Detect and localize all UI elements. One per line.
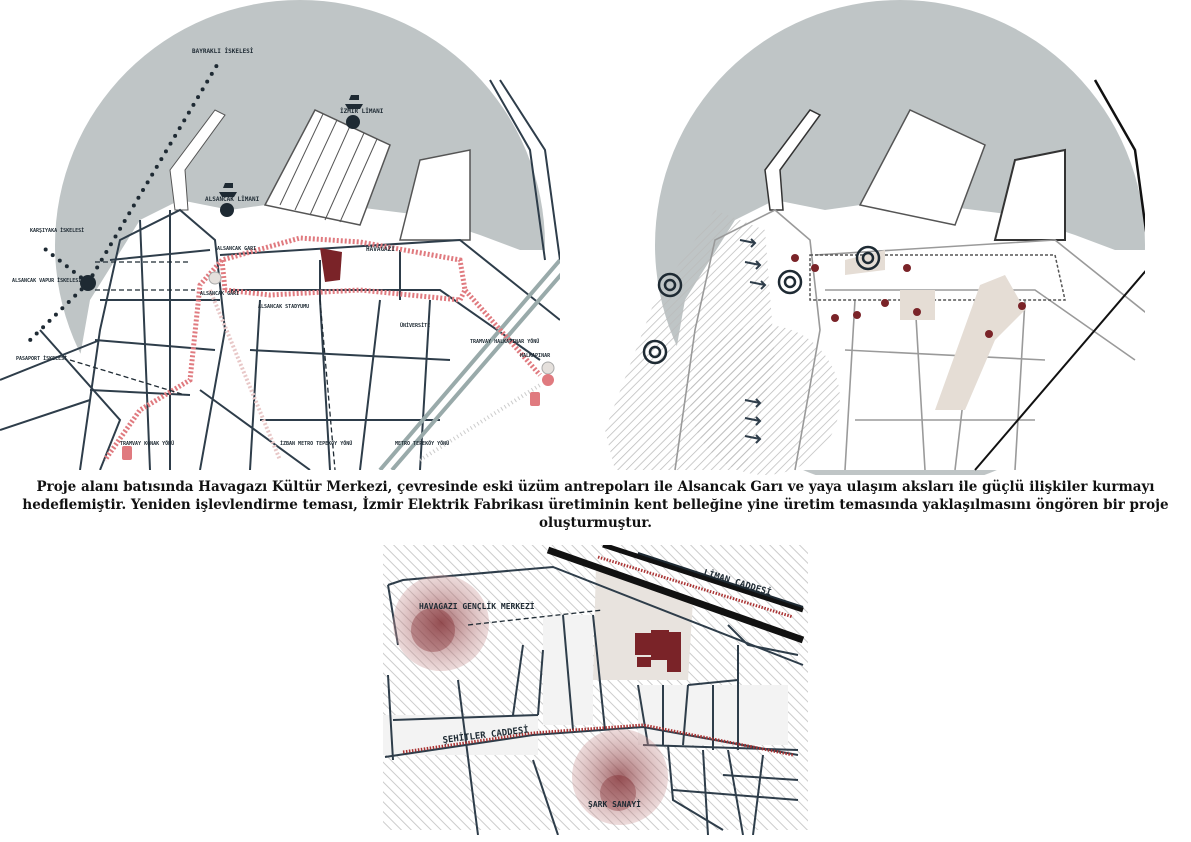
- label-karsiyaka: KARŞIYAKA İSKELESİ: [30, 227, 84, 234]
- label-havagazi-genclik: HAVAGAZI GENÇLİK MERKEZİ: [419, 601, 535, 611]
- port-izmir: [263, 109, 391, 226]
- label-konak: TRAMVAY KONAK YÖNÜ: [120, 440, 174, 447]
- train-icon: [122, 446, 132, 460]
- havagazi-zone: [393, 575, 489, 671]
- alsancak-limani-node: [220, 203, 234, 217]
- label-sark-sanayi: ŞARK SANAYİ: [588, 799, 641, 809]
- label-pasaport: PASAPORT İSKELESİ: [16, 355, 67, 362]
- pedestrian-route: [208, 289, 282, 461]
- label-havagazi: HAVAGAZI: [366, 246, 395, 253]
- ferry-icon: [219, 183, 237, 197]
- pier: [169, 109, 226, 211]
- factory-buildings: [635, 630, 681, 672]
- liman-route: [597, 555, 794, 619]
- label-tepekoy-metro: METRO TEPEKÖY YÖNÜ: [395, 440, 449, 447]
- caption: Proje alanı batısında Havagazı Kültür Me…: [22, 479, 1169, 531]
- label-izmir-limani: İZMİR LİMANI: [340, 108, 384, 115]
- label-stadyum: ALSANCAK STADYUMU: [258, 304, 309, 310]
- transport-map: BAYRAKLI İSKELESİ İZMİR LİMANI ALSANCAK …: [0, 0, 560, 470]
- ferry-icon: [345, 95, 363, 109]
- sehitler-route: [402, 723, 794, 757]
- label-alsancak-gari-2: ALSANCAK GARI: [200, 291, 239, 297]
- label-alsancak-vapur: ALSANCAK VAPUR İSKELESİ: [12, 277, 81, 284]
- alsancak-vapur-node: [80, 275, 96, 291]
- train-icon: [530, 392, 540, 406]
- label-universite: ÜNİVERSİTE: [400, 322, 430, 329]
- liman-caddesi: [546, 546, 805, 644]
- arrow-icons: [739, 238, 767, 444]
- analysis-map: [605, 0, 1145, 475]
- havagazi-building: [320, 248, 342, 282]
- label-bayrakli: BAYRAKLI İSKELESİ: [192, 48, 254, 55]
- site-map: LİMAN CADDESİ HAVAGAZI GENÇLİK MERKEZİ Ş…: [383, 545, 808, 835]
- tram-route: [102, 235, 542, 462]
- node-marker: [642, 245, 881, 365]
- sark-sanayi-zone: [572, 729, 668, 825]
- label-alsancak-gari: ALSANCAK GARI: [217, 246, 256, 252]
- label-halkapinar-tram: TRAMVAY HALKAPINAR YÖNÜ: [470, 338, 539, 345]
- label-tepekoy-izban: İZBAN METRO TEPEKÖY YÖNÜ: [280, 440, 352, 447]
- label-alsancak-limani: ALSANCAK LİMANI: [205, 196, 260, 203]
- izmir-limani-node: [346, 115, 360, 129]
- ferry-route: [23, 58, 222, 347]
- label-halkapinar: HALKAPINAR: [520, 353, 551, 359]
- hatched-zone: [690, 325, 840, 475]
